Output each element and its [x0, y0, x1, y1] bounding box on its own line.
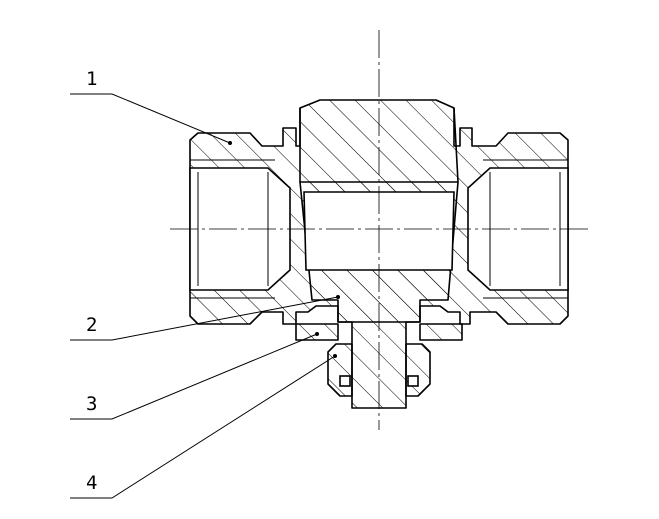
center-lines [170, 30, 588, 430]
callout-label-2: 2 [86, 314, 97, 336]
nut [327, 343, 431, 397]
callout-label-4: 4 [86, 472, 97, 494]
leader-lines [70, 93, 340, 499]
callout-label-3: 3 [86, 393, 97, 415]
callout-label-1: 1 [86, 68, 97, 90]
